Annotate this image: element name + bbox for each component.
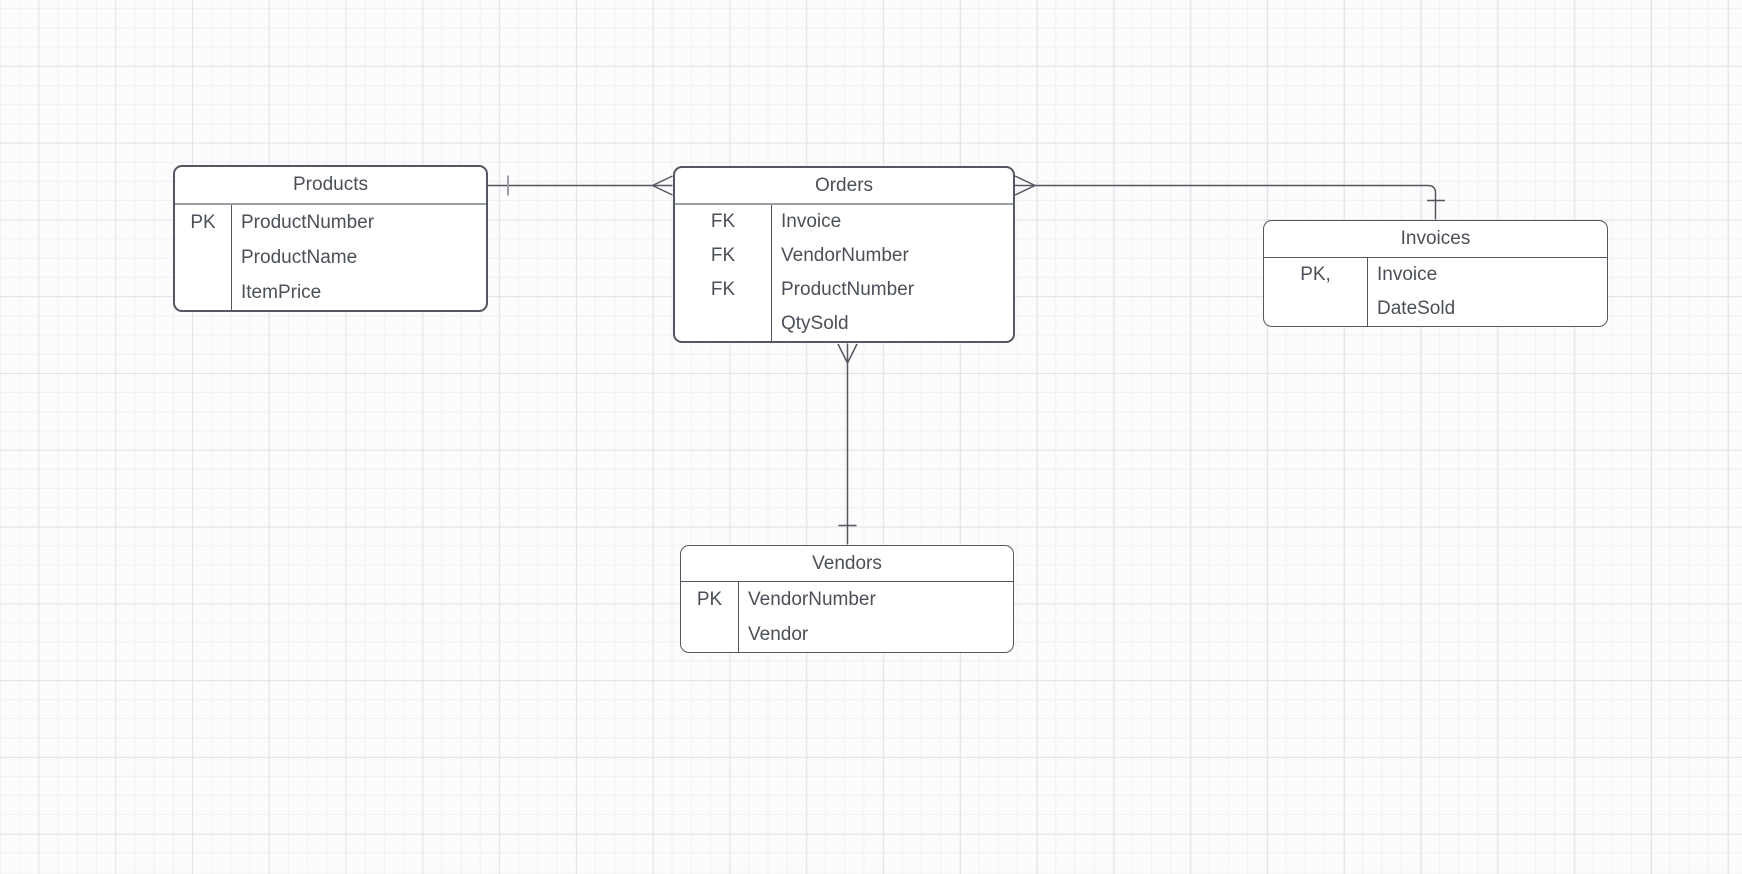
attribute-key-label: FK xyxy=(675,239,772,273)
connector-orders-invoices[interactable] xyxy=(1014,175,1445,220)
attribute-row: ProductName xyxy=(175,240,486,275)
attribute-row: PK ProductNumber xyxy=(175,205,486,240)
attribute-row: Vendor xyxy=(681,617,1013,652)
connector-orders-vendors[interactable] xyxy=(837,343,858,545)
attribute-key-label xyxy=(175,275,232,310)
connector-line[interactable] xyxy=(1015,184,1437,220)
attribute-name: ProductName xyxy=(241,246,358,268)
crowfoot-many-icon xyxy=(652,175,673,196)
attribute-key-label xyxy=(681,617,739,652)
attribute-name: Invoice xyxy=(781,211,842,232)
connector-products-orders[interactable] xyxy=(488,175,673,196)
attribute-name: Invoice xyxy=(1377,264,1438,285)
attribute-key-label: PK xyxy=(681,582,739,617)
attribute-key-label xyxy=(1264,292,1368,326)
entity-title: Products xyxy=(175,167,486,205)
attribute-key-label: PK xyxy=(175,205,232,240)
attribute-name: ItemPrice xyxy=(241,281,322,303)
attribute-row: FK Invoice xyxy=(675,205,1013,239)
entity-title: Invoices xyxy=(1264,221,1607,258)
attribute-key-label: PK, xyxy=(1264,258,1368,292)
crowfoot-many-icon xyxy=(837,343,858,364)
attribute-row: DateSold xyxy=(1264,292,1607,326)
attribute-name: VendorNumber xyxy=(781,245,909,266)
attribute-row: FK VendorNumber xyxy=(675,239,1013,273)
attribute-name: ProductNumber xyxy=(241,211,375,233)
entity-title: Vendors xyxy=(681,546,1013,582)
attribute-key-label: FK xyxy=(675,205,772,239)
attribute-row: PK, Invoice xyxy=(1264,258,1607,292)
attribute-row: ItemPrice xyxy=(175,275,486,310)
attribute-key-label xyxy=(675,307,772,341)
attribute-row: PK VendorNumber xyxy=(681,582,1013,617)
attribute-name: VendorNumber xyxy=(748,588,876,610)
attribute-name: QtySold xyxy=(781,313,849,334)
crowfoot-many-icon xyxy=(1014,175,1036,196)
attribute-row: QtySold xyxy=(675,307,1013,341)
attribute-name: ProductNumber xyxy=(781,279,915,300)
attribute-row: FK ProductNumber xyxy=(675,273,1013,307)
attribute-name: Vendor xyxy=(748,623,809,645)
attribute-key-label xyxy=(175,240,232,275)
entity-title: Orders xyxy=(675,168,1013,205)
attribute-key-label: FK xyxy=(675,273,772,307)
attribute-name: DateSold xyxy=(1377,298,1456,319)
